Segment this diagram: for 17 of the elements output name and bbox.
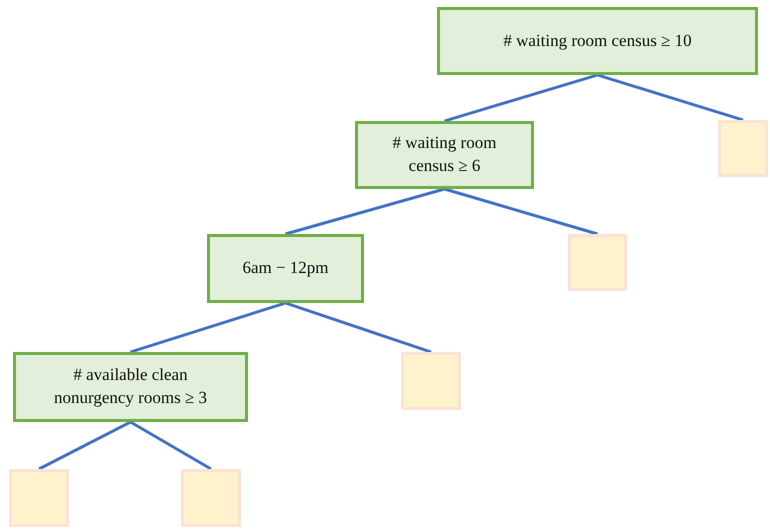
leaf-box bbox=[181, 469, 241, 527]
leaf-box bbox=[401, 352, 461, 410]
decision-box: # waiting room census ≥ 6 bbox=[355, 121, 534, 189]
connector-line bbox=[444, 188, 598, 236]
connector-line bbox=[130, 420, 212, 470]
connector-line bbox=[285, 188, 445, 236]
connector-line bbox=[130, 302, 286, 354]
decision-box: # available clean nonurgency rooms ≥ 3 bbox=[13, 352, 248, 422]
connector-line bbox=[285, 302, 432, 354]
decision-box: 6am − 12pm bbox=[207, 234, 364, 303]
connector-line bbox=[597, 74, 744, 122]
connector-line bbox=[444, 74, 598, 122]
connector-line bbox=[38, 420, 132, 470]
leaf-box bbox=[718, 120, 768, 177]
leaf-box bbox=[568, 234, 627, 291]
decision-box: # waiting room census ≥ 10 bbox=[437, 7, 758, 75]
leaf-box bbox=[9, 469, 69, 527]
